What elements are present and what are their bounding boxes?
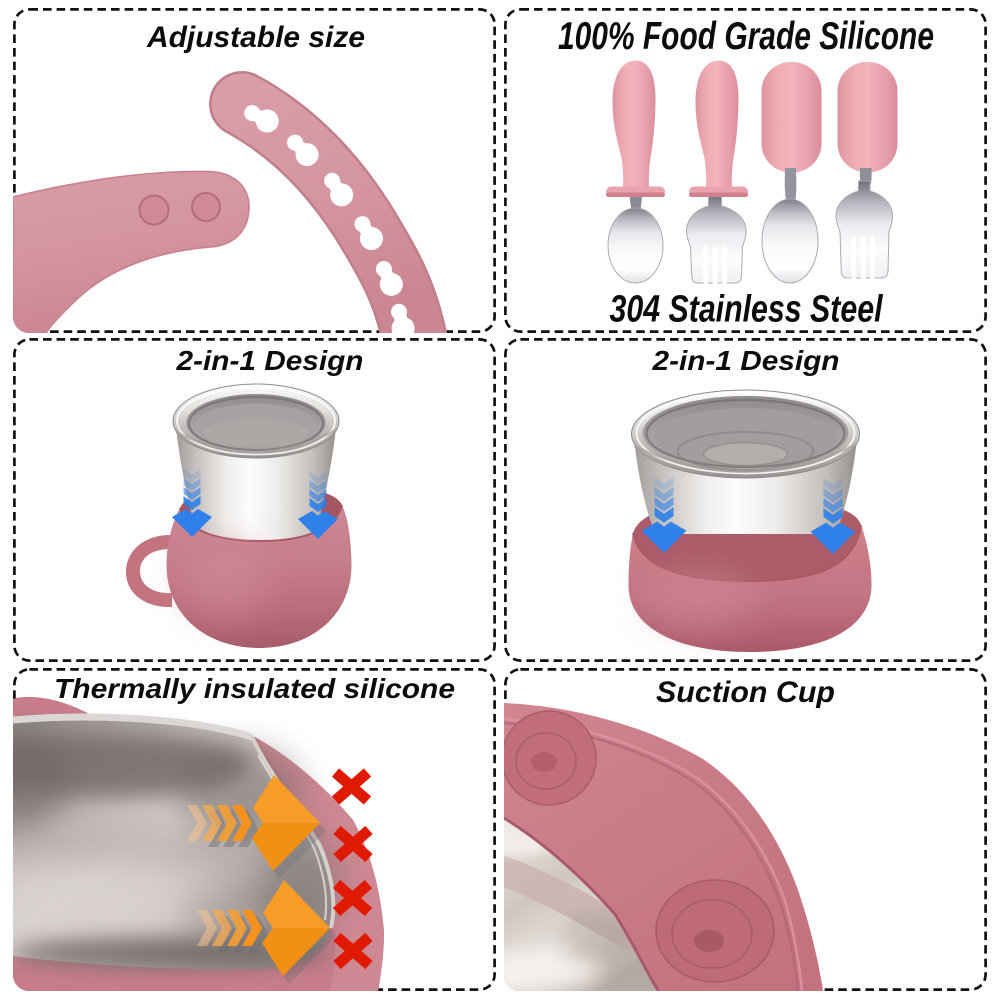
svg-text:Adjustable size: Adjustable size	[146, 21, 365, 54]
svg-text:2-in-1 Design: 2-in-1 Design	[651, 345, 839, 376]
svg-text:2-in-1 Design: 2-in-1 Design	[175, 345, 363, 376]
svg-text:100% Food Grade Silicone: 100% Food Grade Silicone	[558, 15, 934, 58]
svg-text:Thermally insulated silicone: Thermally insulated silicone	[54, 673, 455, 704]
svg-text:304 Stainless Steel: 304 Stainless Steel	[610, 289, 884, 331]
svg-text:Suction Cup: Suction Cup	[656, 676, 835, 709]
